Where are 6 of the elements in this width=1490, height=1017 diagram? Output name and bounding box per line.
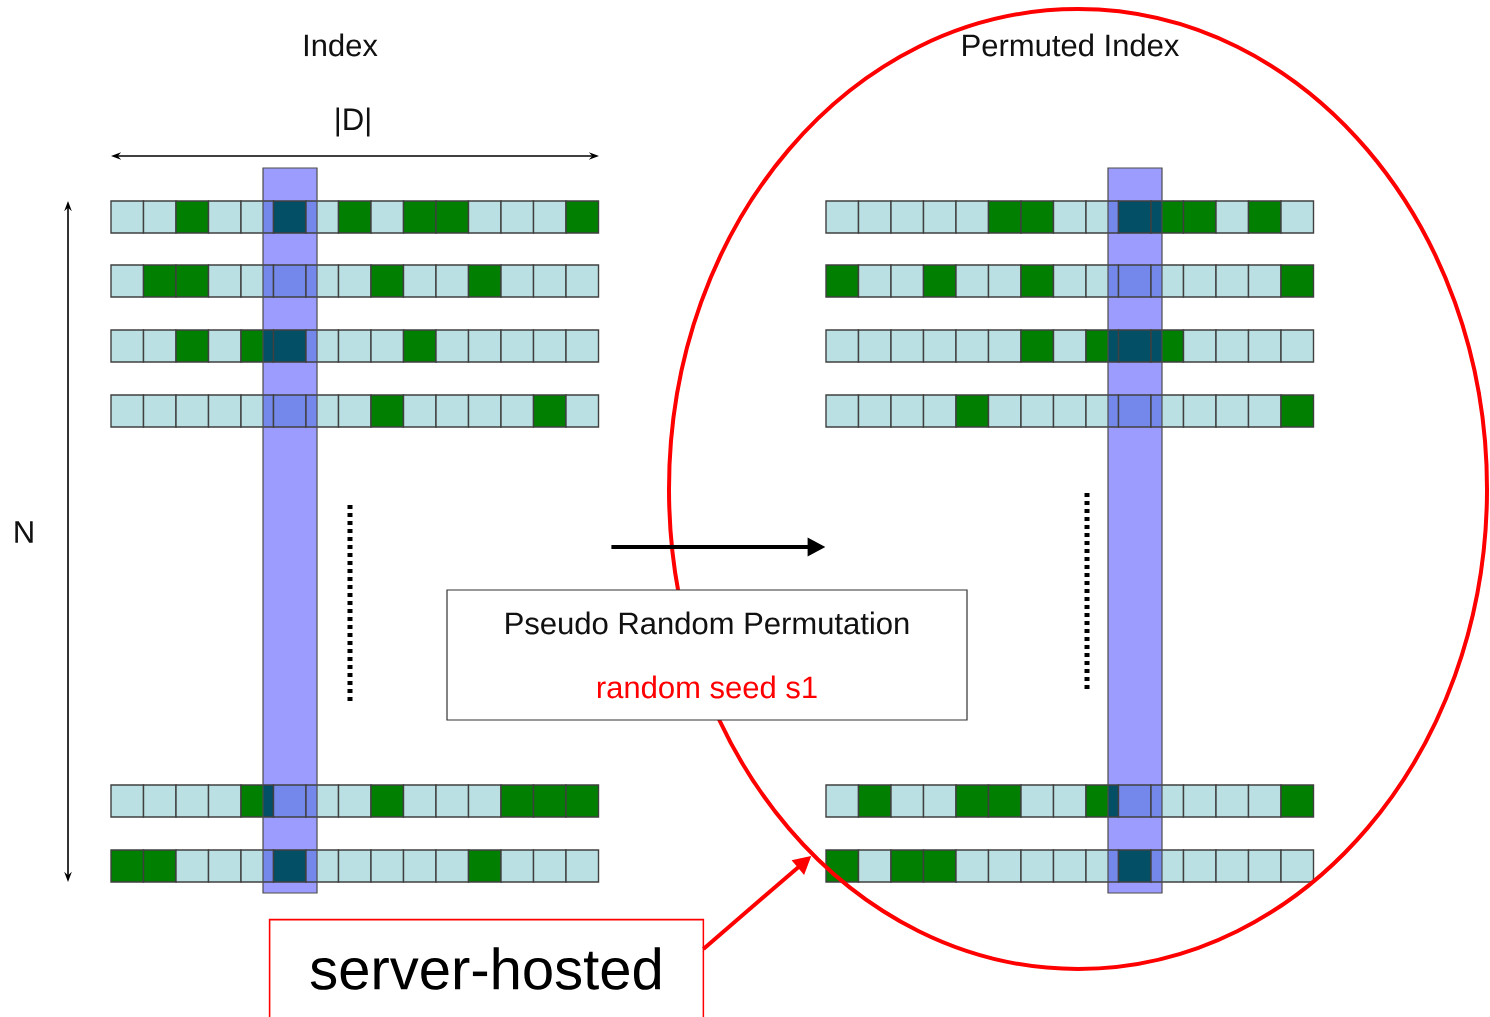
dimension-label: |D| [336, 107, 370, 137]
process-box: Pseudo Random Permutation random seed s1 [446, 589, 968, 721]
grid-heading: Permuted Index [963, 33, 1180, 57]
grid-heading: Index [304, 33, 378, 57]
label-box: server-hosted [268, 918, 705, 1017]
dimension-label: N [15, 521, 33, 543]
